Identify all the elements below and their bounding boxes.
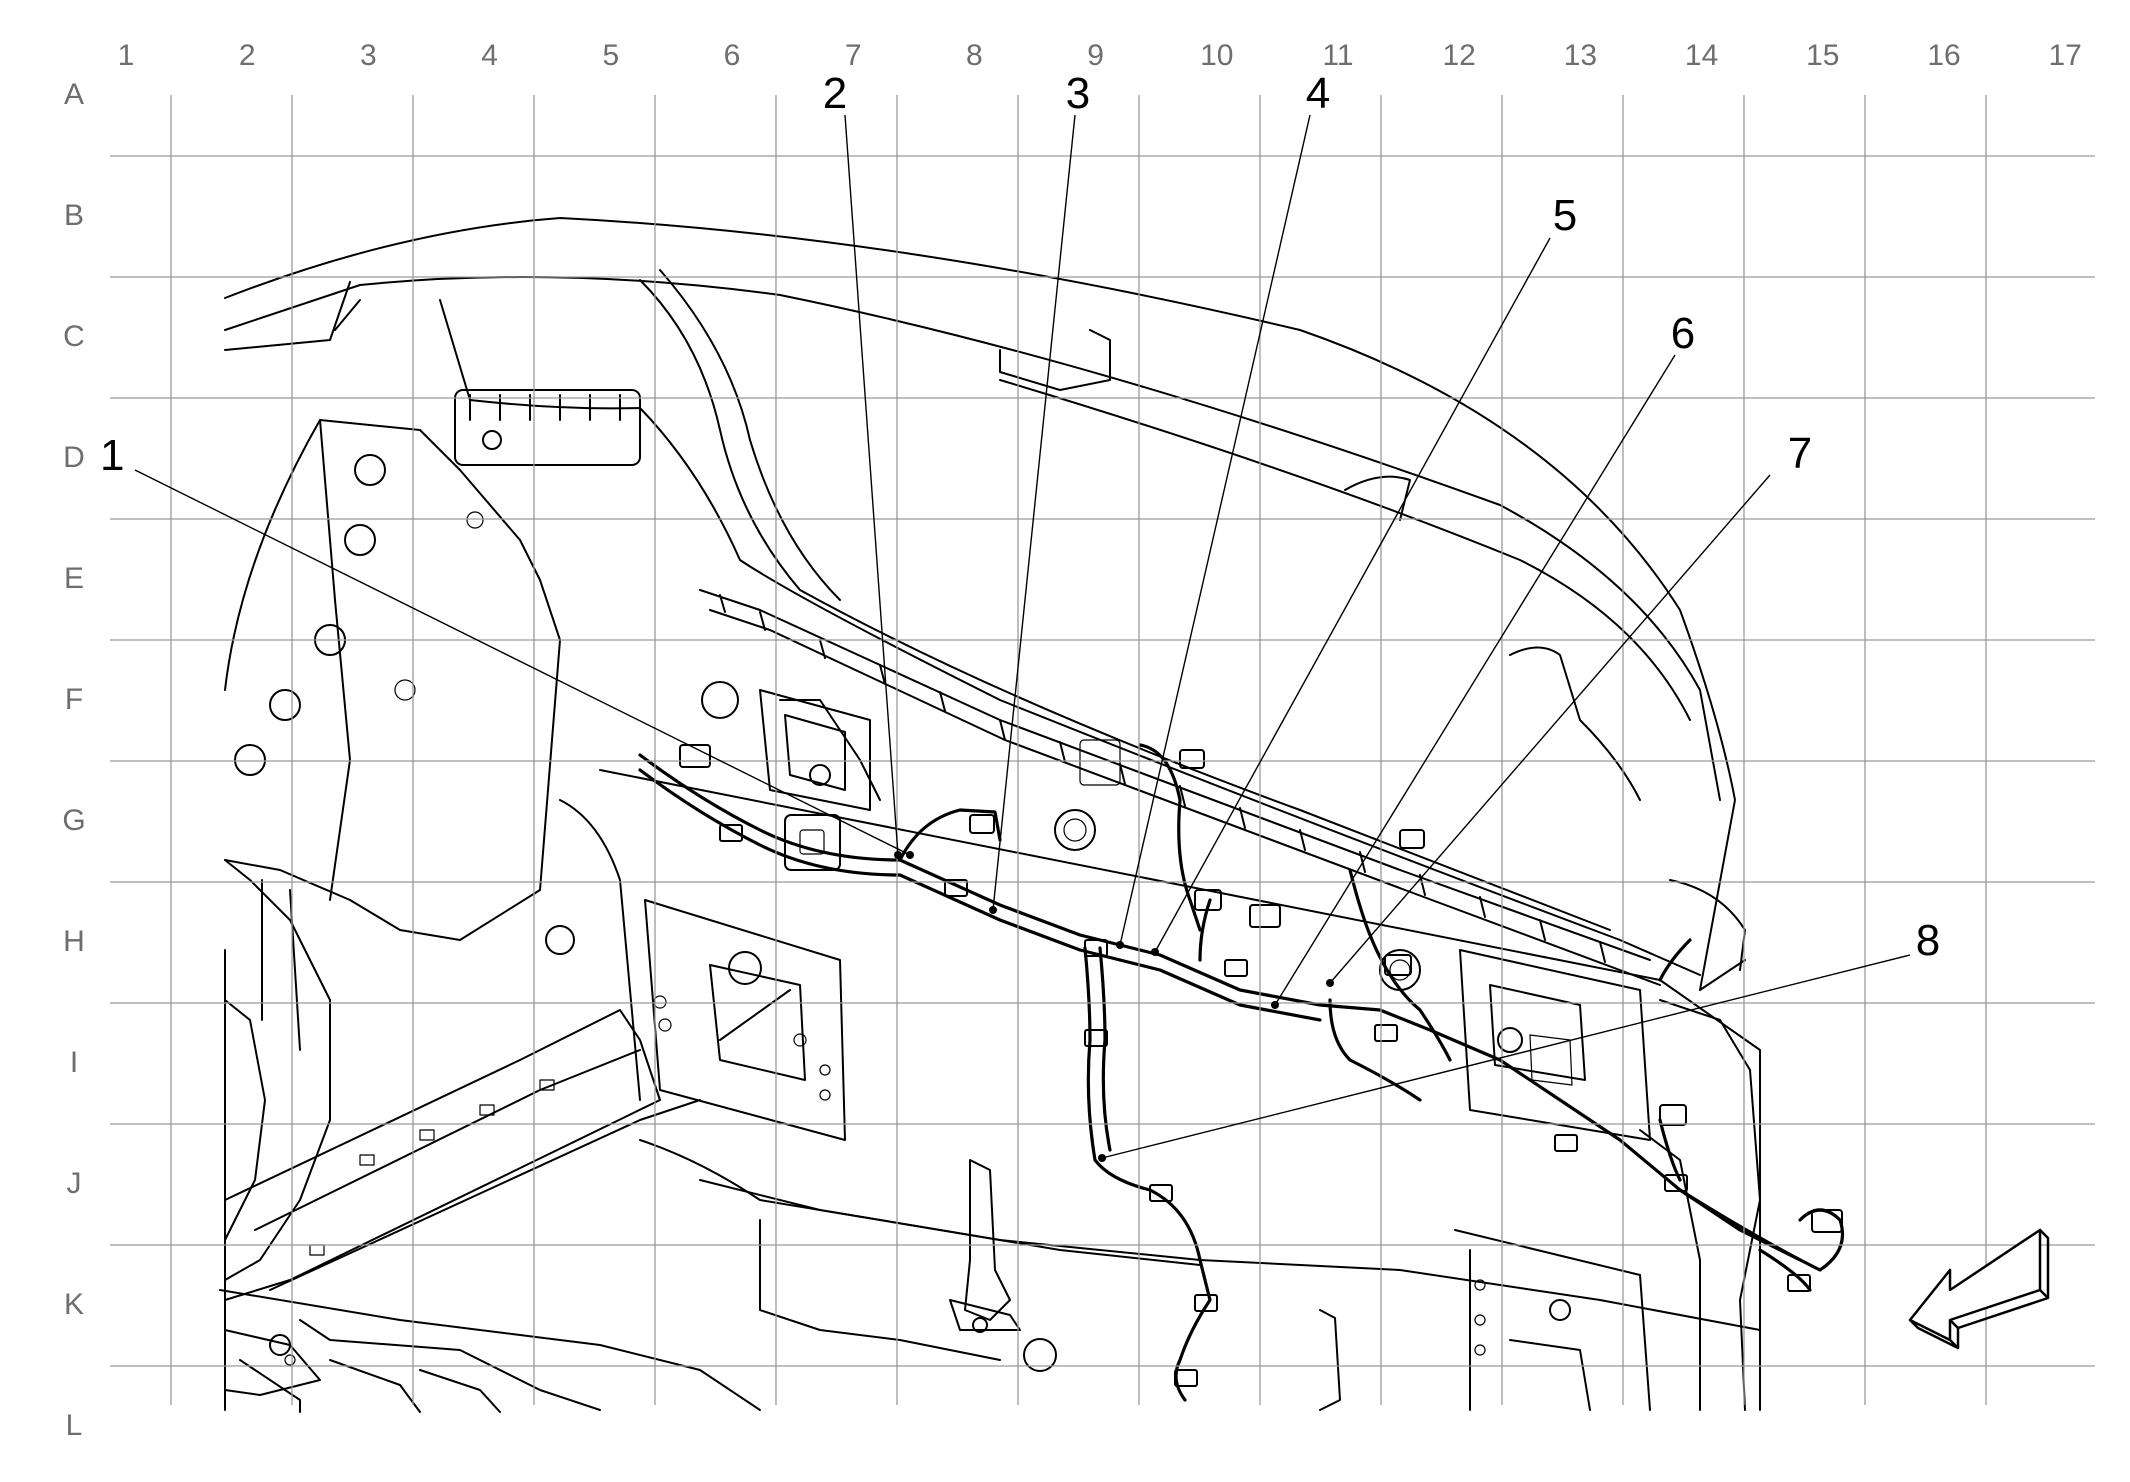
grid-row-labels: A B C D E F G H I J K L: [62, 78, 85, 1442]
grid-column-label: 5: [602, 39, 619, 72]
grid-column-label: 11: [1322, 39, 1353, 72]
grid-row-label: K: [64, 1288, 84, 1321]
callout-2: 2: [823, 69, 847, 118]
grid-column-label: 1: [118, 39, 135, 72]
grid-row-label: E: [64, 562, 84, 595]
grid-column-label: 6: [724, 39, 741, 72]
grid-column-label: 8: [966, 39, 983, 72]
grid-column-label: 10: [1200, 39, 1233, 72]
grid-column-label: 9: [1087, 39, 1104, 72]
callout-8: 8: [1916, 916, 1940, 965]
grid-row-label: J: [67, 1167, 82, 1200]
reference-grid: [110, 95, 2095, 1405]
grid-row-label: F: [65, 683, 83, 716]
grid-column-label: 15: [1806, 39, 1839, 72]
connectors: [679, 744, 1843, 1387]
callout-4: 4: [1306, 69, 1330, 118]
grid-row-label: I: [70, 1046, 78, 1079]
callout-6: 6: [1671, 309, 1695, 358]
grid-column-label: 12: [1443, 39, 1476, 72]
grid-row-label: L: [66, 1409, 83, 1442]
grid-row-label: G: [62, 804, 85, 837]
callout-leaders: [134, 114, 1911, 1162]
callout-7: 7: [1788, 429, 1812, 478]
callout-1: 1: [100, 431, 124, 480]
grid-row-label: C: [63, 320, 85, 353]
grid-column-label: 2: [239, 39, 256, 72]
callout-labels: 1 2 3 4 5 6 7 8: [100, 69, 1940, 965]
grid-column-label: 14: [1685, 39, 1718, 72]
grid-column-label: 3: [360, 39, 377, 72]
grid-column-label: 4: [481, 39, 498, 72]
callout-3: 3: [1066, 69, 1090, 118]
grid-row-label: B: [64, 199, 84, 232]
vehicle-line-art: [219, 217, 1845, 1413]
grid-row-label: H: [63, 925, 85, 958]
forward-direction-arrow-icon: [1908, 1228, 2050, 1350]
grid-column-label: 7: [845, 39, 862, 72]
callout-5: 5: [1553, 191, 1577, 240]
grid-column-label: 17: [2049, 39, 2082, 72]
grid-row-label: A: [64, 78, 84, 111]
grid-column-label: 13: [1564, 39, 1597, 72]
grid-row-label: D: [63, 441, 85, 474]
grid-column-label: 16: [1927, 39, 1960, 72]
